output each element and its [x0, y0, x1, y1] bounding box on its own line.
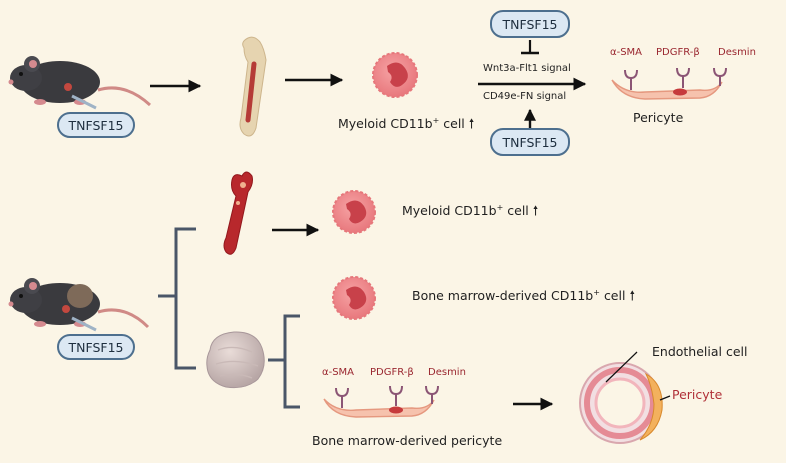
myeloid-top-sup: + — [432, 116, 440, 125]
myeloid-cell-icon-top — [372, 52, 418, 98]
marker-a-sma-top: α-SMA — [610, 47, 643, 58]
pericyte-icon-bottom — [323, 385, 439, 418]
pericyte-top-label: Pericyte — [633, 110, 684, 125]
myeloid-mid-label: Myeloid CD11b+ cell 🠕 — [402, 203, 539, 220]
marker-pdgfr-top: PDGFR-β — [656, 47, 700, 58]
marker-desmin-top: Desmin — [718, 47, 756, 58]
tumor-tissue-icon — [206, 331, 265, 389]
myeloid-top-text: Myeloid CD11b — [338, 116, 433, 132]
bm-cd11b-cell: cell — [603, 288, 626, 304]
myeloid-top-label: Myeloid CD11b+ cell 🠕 — [338, 116, 475, 133]
bone-icon-bottom — [223, 171, 253, 255]
tnfsf15-badge-promote: TNFSF15 — [490, 128, 570, 156]
cd49e-signal-label: CD49e-FN signal — [483, 91, 567, 102]
vessel-icon — [579, 351, 671, 444]
up-arrow-icon: 🠕 — [629, 289, 636, 305]
mouse-icon-bottom — [8, 278, 150, 332]
myeloid-mid-sup: + — [496, 203, 504, 212]
up-arrow-icon: 🠕 — [468, 117, 475, 133]
myeloid-top-cell: cell — [443, 116, 465, 132]
endothelial-label: Endothelial cell — [652, 344, 748, 359]
pericyte-vessel-label: Pericyte — [672, 387, 723, 402]
sub-bracket — [268, 314, 300, 409]
tnfsf15-badge-mouse-top: TNFSF15 — [57, 112, 135, 138]
marker-a-sma-bottom: α-SMA — [322, 367, 355, 378]
up-arrow-icon: 🠕 — [532, 204, 539, 220]
marker-pdgfr-bottom: PDGFR-β — [370, 367, 414, 378]
bone-icon-top — [239, 36, 267, 137]
bm-cd11b-text: Bone marrow-derived CD11b — [412, 288, 594, 304]
myeloid-mid-text: Myeloid CD11b — [402, 203, 497, 219]
bm-cd11b-sup: + — [593, 288, 600, 297]
mouse-icon-top — [8, 56, 152, 110]
bm-pericyte-label: Bone marrow-derived pericyte — [312, 433, 503, 448]
pericyte-icon-top — [611, 67, 727, 100]
tnfsf15-badge-mouse-bottom: TNFSF15 — [57, 334, 135, 360]
bm-cd11b-label: Bone marrow-derived CD11b+ cell 🠕 — [412, 288, 636, 305]
marker-desmin-bottom: Desmin — [428, 367, 466, 378]
wnt-signal-label: Wnt3a-Flt1 signal — [483, 63, 571, 74]
tnfsf15-badge-inhibit: TNFSF15 — [490, 10, 570, 38]
main-bracket — [158, 227, 196, 370]
bm-cd11b-cell-icon — [332, 276, 376, 320]
myeloid-cell-icon-mid — [332, 190, 376, 234]
myeloid-mid-cell: cell — [507, 203, 529, 219]
